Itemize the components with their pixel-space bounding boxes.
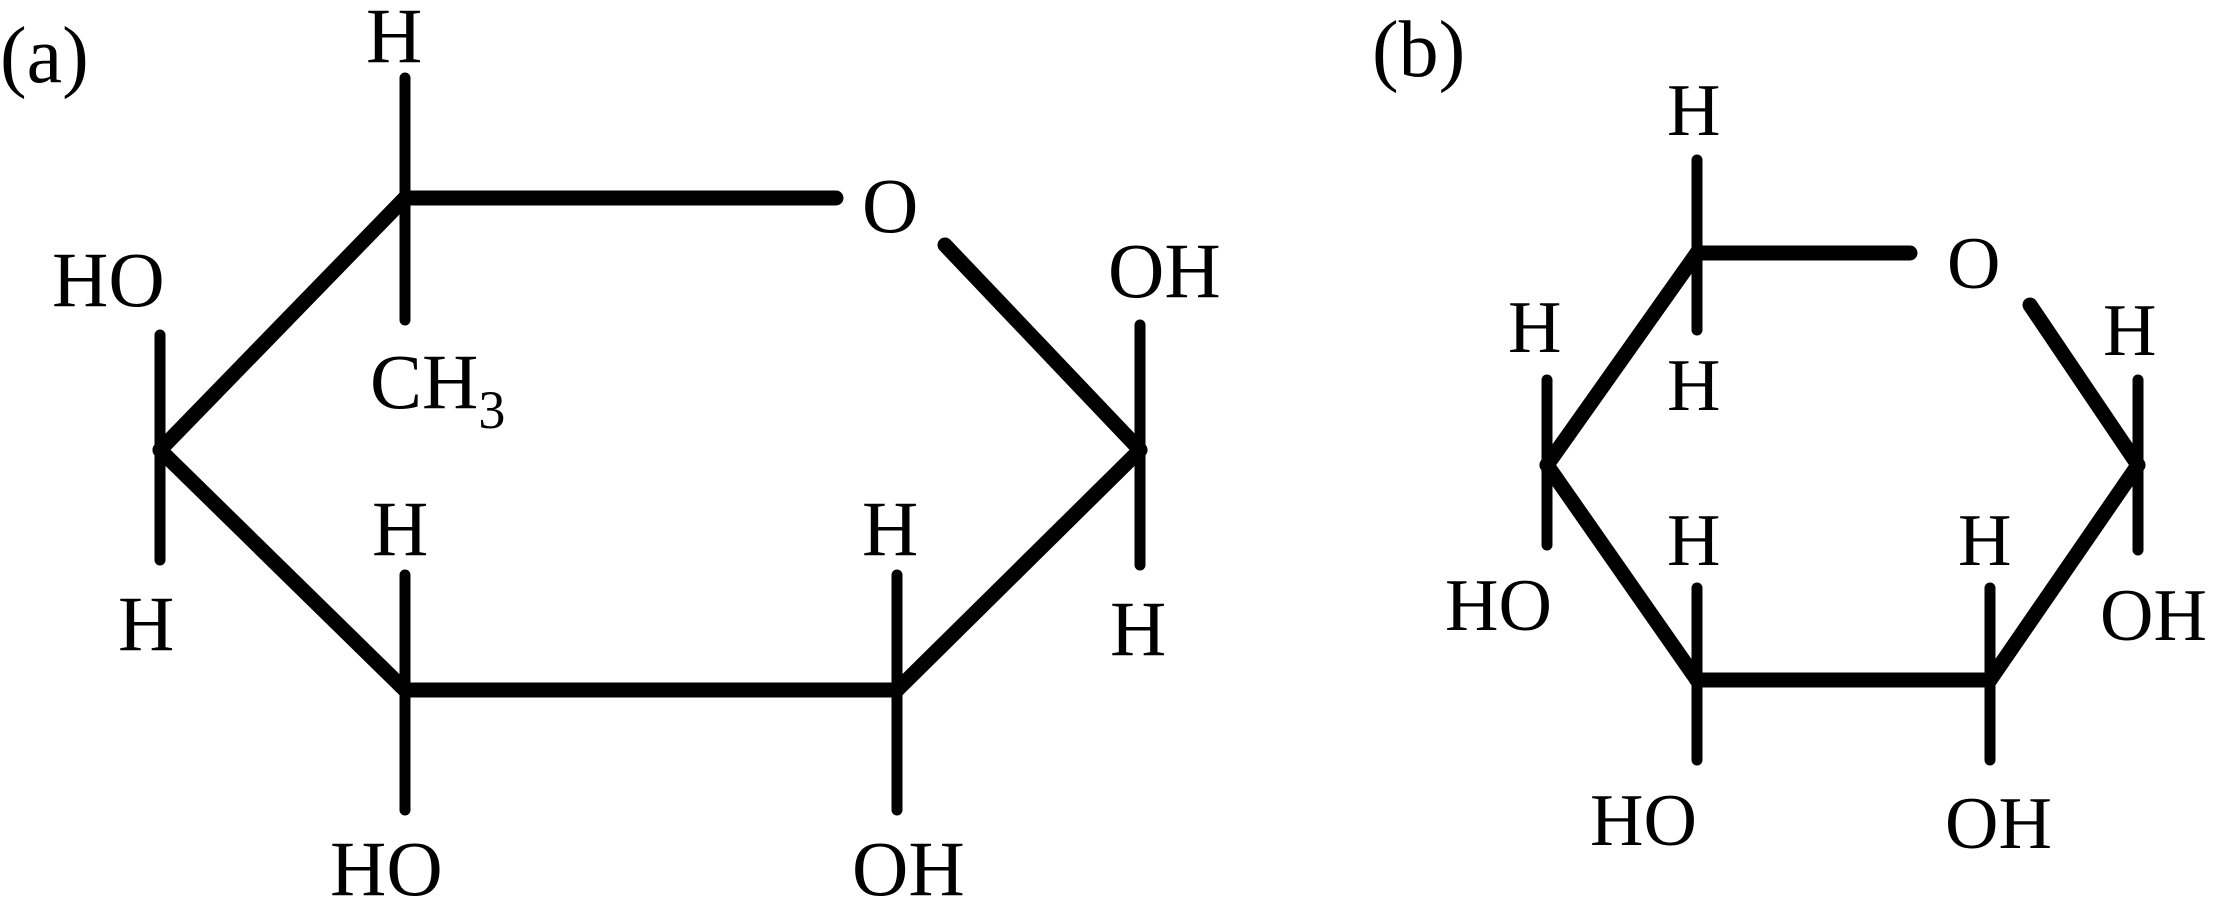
panel-a: (a) O H CH3 HO H H HO H OH OH H	[0, 0, 1221, 901]
c1-bottom-label: H	[1110, 585, 1166, 672]
ring-bond-o-c1	[937, 237, 1148, 458]
panel-a-label: (a)	[0, 12, 89, 100]
ring-bond-c2-c1	[889, 442, 1148, 698]
ring-bond-o-c1	[2022, 297, 2146, 473]
c1-top-label: OH	[1108, 227, 1221, 314]
ring-bond-c4-c3	[152, 442, 413, 698]
c3-top-label: H	[372, 485, 428, 572]
c4-top-label: H	[1508, 287, 1561, 369]
c3-bottom-label: HO	[1590, 780, 1697, 862]
c2-top-label: H	[862, 485, 918, 572]
ring-oxygen-label: O	[862, 162, 918, 249]
c5-top-label: H	[366, 0, 422, 79]
ring-bond-c4-c3	[1539, 457, 1705, 688]
c3-bottom-label: HO	[330, 825, 443, 901]
panel-b: (b) O H H H HO H HO H OH H OH	[1372, 6, 2207, 865]
c3-top-label: H	[1667, 500, 1720, 582]
c5-bottom-label: CH3	[370, 338, 505, 440]
c2-top-label: H	[1958, 500, 2011, 582]
c1-bottom-label: OH	[2100, 575, 2207, 657]
c4-bottom-label: HO	[1445, 565, 1552, 647]
ring-bond-c2-c1	[1982, 457, 2146, 688]
panel-b-label: (b)	[1372, 6, 1465, 94]
ring-oxygen-label: O	[1947, 223, 2000, 305]
c4-bottom-label: H	[118, 580, 174, 667]
c5-top-label: H	[1667, 70, 1720, 152]
c4-top-label: HO	[52, 236, 165, 323]
ring-bond-c5-c4	[1539, 245, 1705, 473]
ring-bond-c5-c4	[152, 190, 413, 458]
c2-bottom-label: OH	[852, 825, 965, 901]
c1-top-label: H	[2103, 290, 2156, 372]
c2-bottom-label: OH	[1945, 783, 2052, 865]
c5-bottom-label: H	[1667, 345, 1720, 427]
